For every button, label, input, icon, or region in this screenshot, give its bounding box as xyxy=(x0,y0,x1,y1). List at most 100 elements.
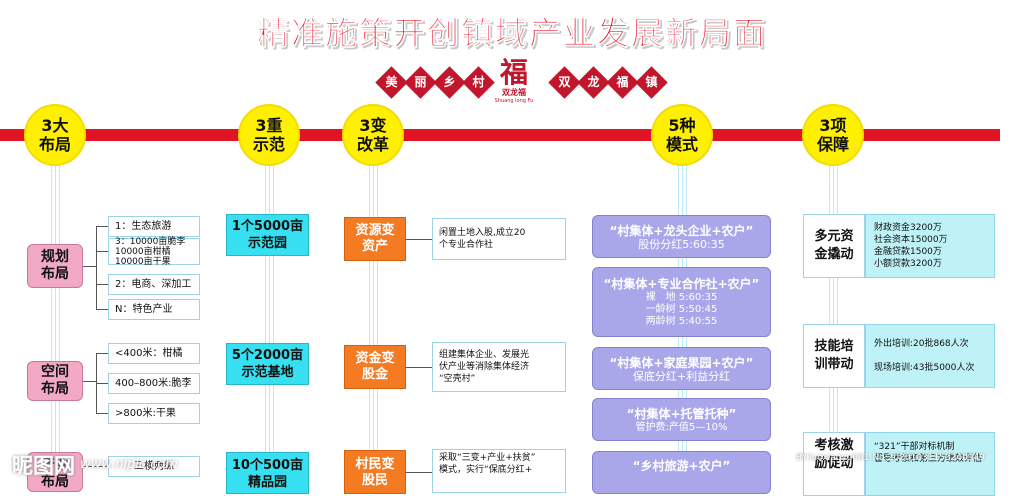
guarantee-detail: 外出培训:20批868人次 现场培训:43批5000人次 xyxy=(865,324,995,388)
connector xyxy=(96,309,108,310)
mode-title: “村集体+龙头企业+农户” xyxy=(609,223,754,238)
guarantee-line: 考核激 xyxy=(814,438,854,453)
circle-guarantee: 3项 保障 xyxy=(802,104,864,166)
connector xyxy=(96,251,108,252)
layout-item: 1：生态旅游 xyxy=(108,216,200,237)
item-text: 1：生态旅游 xyxy=(115,220,172,232)
item-text: 400–800米:脆李 xyxy=(115,377,192,389)
timeline-pole xyxy=(51,135,60,480)
desc-line: “空壳村” xyxy=(439,374,476,384)
reform-desc: 采取“三变+产业+扶贫” 模式，实行“保底分红+ xyxy=(432,449,566,493)
logo-glyph: 福 xyxy=(499,56,528,89)
connector xyxy=(406,239,432,240)
connector xyxy=(96,383,108,384)
reform-label: 村民变 股民 xyxy=(344,450,406,494)
demo-text: 10个500亩精品园 xyxy=(231,458,304,490)
mode-title: “村集体+托管托种” xyxy=(626,406,737,421)
reform-line: 资金变 xyxy=(355,351,395,366)
connector xyxy=(96,284,108,285)
detail-line: 外出培训:20批868人次 xyxy=(874,339,969,349)
slogan-char: 美 xyxy=(385,75,398,89)
slogan-char: 双 xyxy=(558,75,571,89)
layout-industry-label: 产业 布局 xyxy=(27,452,83,492)
logo-name: 双龙福 xyxy=(502,88,526,97)
mode-line: 两龄树 5:40:55 xyxy=(645,316,718,327)
desc-line: 模式，实行“保底分红+ xyxy=(439,465,533,475)
connector xyxy=(83,466,108,467)
slogan-diamond: 双 xyxy=(548,66,581,99)
connector xyxy=(96,353,108,354)
desc-line: 闲置土地入股,成立20 xyxy=(439,228,526,238)
slogan-diamond: 镇 xyxy=(635,66,668,99)
item-text: <400米：柑橘 xyxy=(115,347,183,359)
circle-layout: 3大 布局 xyxy=(24,104,86,166)
circle-line: 3大 xyxy=(41,116,69,135)
layout-item: 2：电商、深加工 xyxy=(108,274,200,295)
watermark-logo: 昵图网 xyxy=(12,454,75,478)
item-text: 2：电商、深加工 xyxy=(115,278,192,290)
demo-text: 1个5000亩示范园 xyxy=(231,219,304,251)
demo-box: 5个2000亩示范基地 xyxy=(226,343,309,385)
guarantee-line: 训带动 xyxy=(814,357,854,372)
detail-line: “321”干部对标机制 xyxy=(874,442,955,452)
guarantee-detail: 财政资金3200万 社会资本15000万 金融贷款1500万 小额贷款3200万 xyxy=(865,214,995,278)
circle-line: 改革 xyxy=(356,135,389,154)
circle-line: 布局 xyxy=(38,135,71,154)
reform-line: 资产 xyxy=(361,239,388,254)
desc-line: 采取“三变+产业+扶贫” xyxy=(439,453,536,463)
logo-pinyin: Shuang long Fu xyxy=(494,98,534,104)
reform-label: 资源变 资产 xyxy=(344,217,406,261)
layout-space-label: 空间 布局 xyxy=(27,361,83,401)
page-title: 精准施策开创镇域产业发展新局面 xyxy=(256,14,767,53)
connector xyxy=(83,381,96,382)
label-line: 布局 xyxy=(41,381,69,397)
mode-title: “村集体+专业合作社+农户” xyxy=(603,277,760,291)
circle-demo: 3重 示范 xyxy=(238,104,300,166)
brand-logo: 福 双龙福 Shuang long Fu xyxy=(489,58,539,110)
slogan-char: 乡 xyxy=(443,75,456,89)
desc-line: 伏产业等消除集体经济 xyxy=(439,362,530,372)
slogan-diamond: 龙 xyxy=(577,66,610,99)
connector xyxy=(406,367,432,368)
guarantee-label: 技能培 训带动 xyxy=(803,324,865,388)
reform-line: 村民变 xyxy=(355,457,395,472)
slogan-diamond: 丽 xyxy=(404,66,437,99)
mode-box: “村集体+家庭果园+农户” 保底分红+利益分红 xyxy=(592,347,771,390)
mode-line: 管护费:产值5—10% xyxy=(635,421,728,433)
layout-item: N：特色产业 xyxy=(108,299,200,320)
circle-line: 3重 xyxy=(255,116,283,135)
detail-line: 财政资金3200万 xyxy=(874,223,942,233)
demo-box: 10个500亩精品园 xyxy=(226,452,309,494)
reform-line: 股民 xyxy=(361,473,388,488)
timeline-pole xyxy=(265,135,274,480)
item-text: N：特色产业 xyxy=(115,303,173,315)
slogan-char: 镇 xyxy=(645,75,658,89)
timeline-pole xyxy=(829,135,838,480)
layout-planning-label: 规划 布局 xyxy=(27,244,83,288)
slogan-char: 丽 xyxy=(414,75,427,89)
circle-line: 3项 xyxy=(819,116,847,135)
mode-line: 裸 地 5:60:35 xyxy=(645,292,718,303)
timeline-pole xyxy=(369,135,378,480)
mode-line: 保底分红+利益分红 xyxy=(632,369,731,383)
slogan-char: 福 xyxy=(616,75,629,89)
item-text: >800米:干果 xyxy=(115,407,176,419)
circle-modes: 5种 模式 xyxy=(651,104,713,166)
reform-line: 资源变 xyxy=(355,223,395,238)
layout-item: >800米:干果 xyxy=(108,403,200,424)
bracket xyxy=(96,226,97,309)
connector xyxy=(96,413,108,414)
watermark-url: www.nipic.com xyxy=(80,457,178,472)
layout-item: <400米：柑橘 xyxy=(108,343,200,364)
mode-box: “村集体+托管托种” 管护费:产值5—10% xyxy=(592,398,771,441)
item-text: 三横两纵 xyxy=(134,460,174,472)
demo-text: 5个2000亩示范基地 xyxy=(231,348,304,380)
detail-line: 督导考核和第三方绩效评估 xyxy=(874,454,983,464)
circle-line: 模式 xyxy=(665,135,698,154)
detail-line: 金融贷款1500万 xyxy=(874,247,942,257)
slogan-diamond: 乡 xyxy=(433,66,466,99)
label-line: 规划 xyxy=(41,249,69,265)
guarantee-detail: “321”干部对标机制 督导考核和第三方绩效评估 xyxy=(865,432,995,496)
mode-line: 股份分红5:60:35 xyxy=(638,237,725,251)
